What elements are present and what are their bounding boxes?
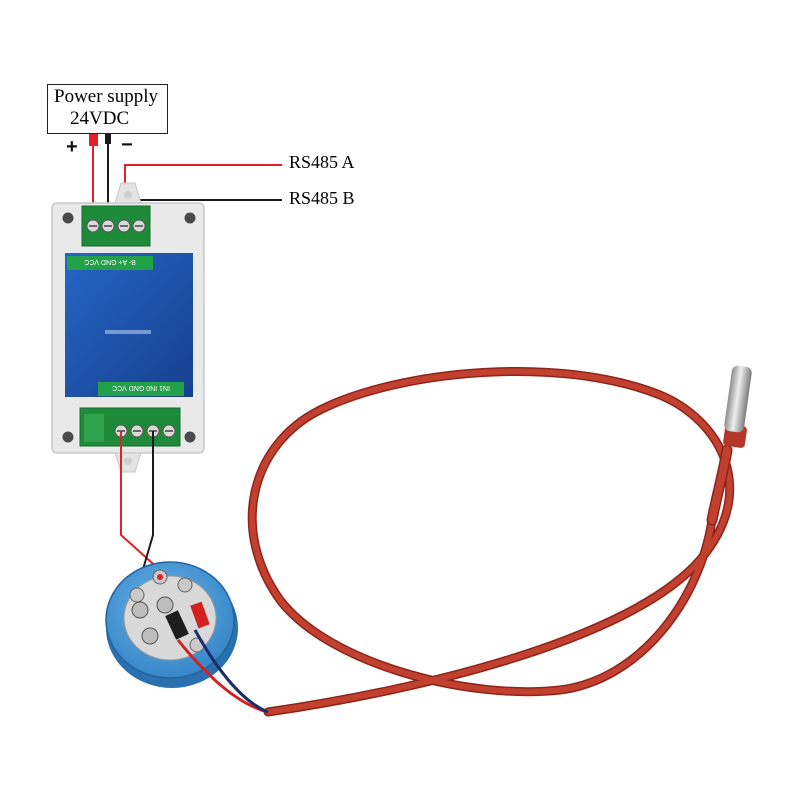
rs485-b-label: RS485 B bbox=[289, 188, 355, 208]
positive-terminal-label: + bbox=[66, 136, 78, 158]
sensor-cable bbox=[247, 366, 735, 717]
temperature-transmitter bbox=[105, 561, 269, 714]
rs485-a-label: RS485 A bbox=[289, 152, 355, 172]
power-supply-box bbox=[47, 84, 168, 134]
bottom-terminal-labels: IN1 IN0 GND VCC bbox=[112, 384, 170, 391]
power-supply-voltage: 24VDC bbox=[70, 108, 130, 129]
top-terminal-block bbox=[81, 205, 151, 247]
bottom-terminal-block bbox=[79, 407, 181, 447]
top-terminal-labels: B- A+ GND VCC bbox=[84, 258, 136, 265]
transmitter-terminals bbox=[129, 569, 210, 653]
module-label-panel: B- A+ GND VCC IN1 IN0 GND VCC bbox=[65, 253, 193, 397]
negative-terminal-label: − bbox=[121, 134, 133, 156]
power-supply-title: Power supply bbox=[54, 86, 158, 107]
temperature-probe bbox=[723, 365, 752, 448]
